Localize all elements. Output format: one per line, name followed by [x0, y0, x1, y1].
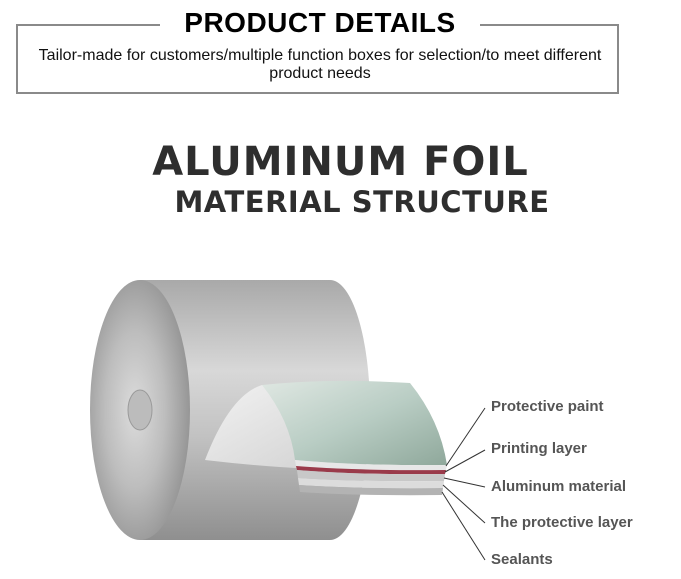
section-subtitle: Tailor-made for customers/multiple funct…	[38, 47, 602, 82]
heading-line-1: ALUMINUM FOIL	[152, 139, 529, 185]
foil-sheet	[262, 380, 447, 466]
roll-core	[127, 389, 153, 431]
label-printing-layer: Printing layer	[491, 440, 587, 457]
label-protective-paint: Protective paint	[491, 398, 604, 415]
label-aluminum-material: Aluminum material	[491, 478, 627, 495]
label-protective-layer: The protective layer	[491, 514, 633, 531]
section-title: PRODUCT DETAILS	[160, 4, 480, 42]
heading-line-2: MATERIAL STRUCTURE	[174, 185, 550, 219]
label-sealants: Sealants	[491, 551, 553, 568]
